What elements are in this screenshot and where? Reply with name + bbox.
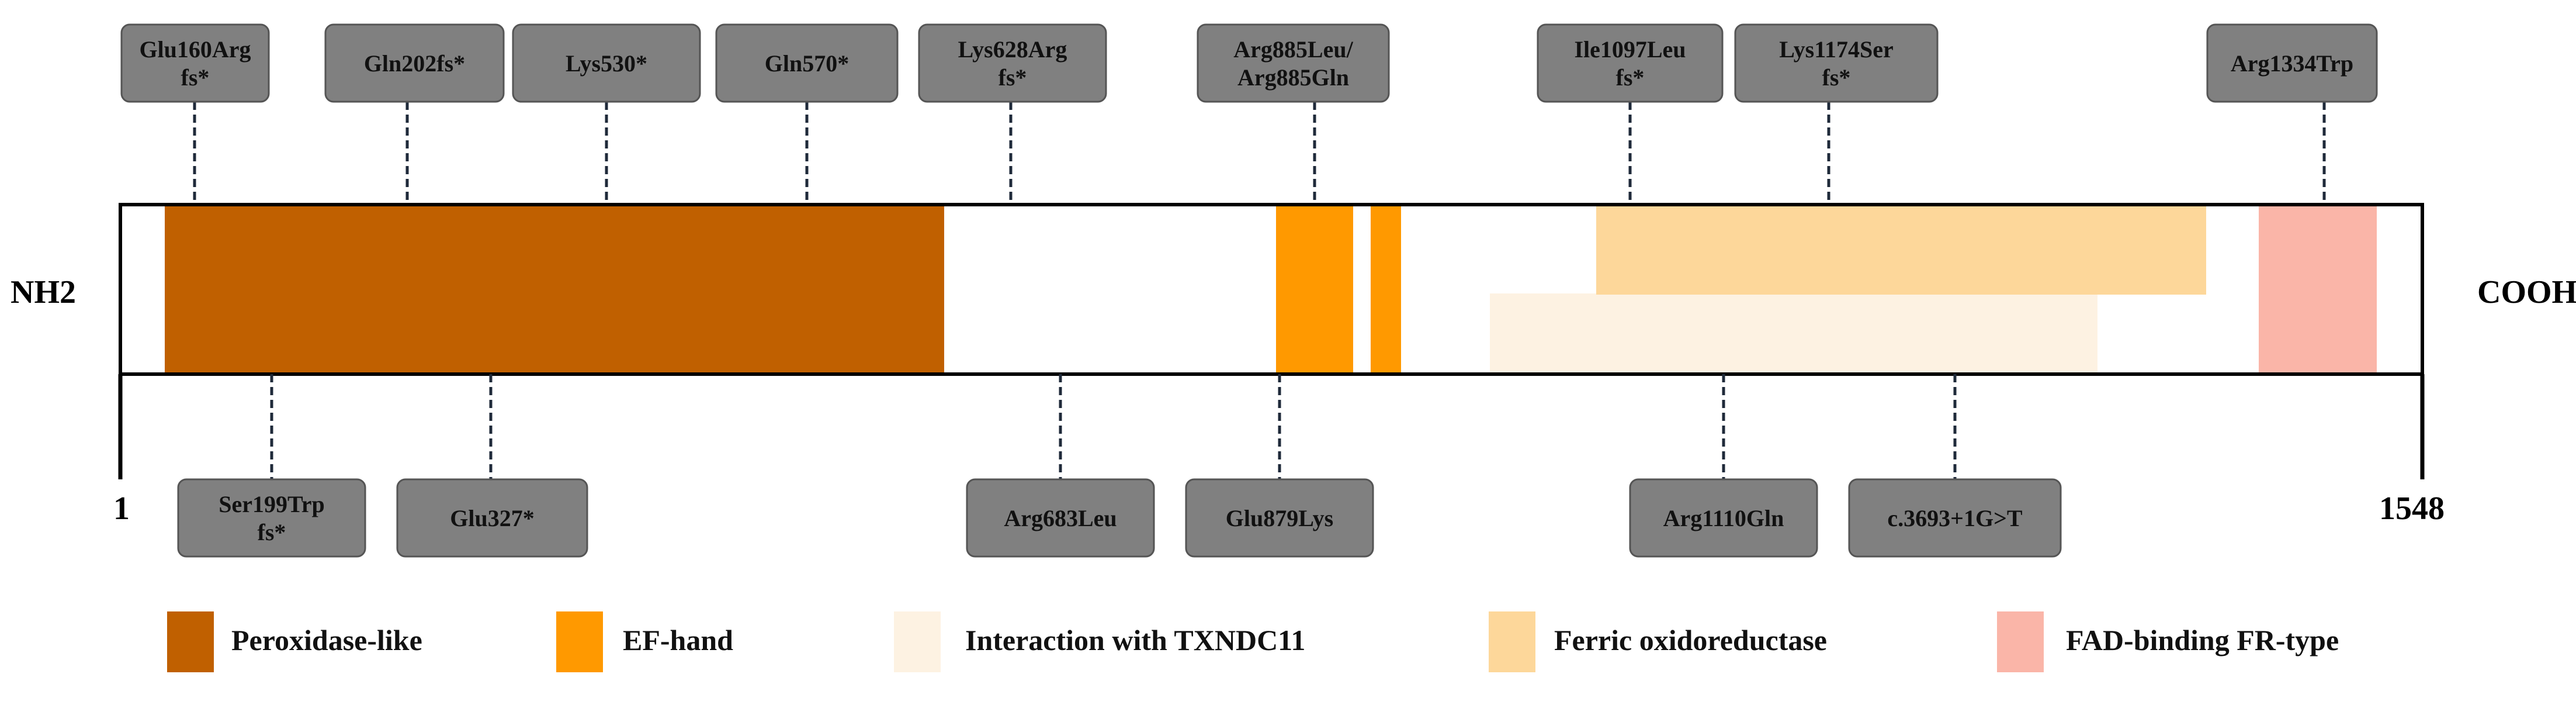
mutation-label-text: Arg1334Trp — [2231, 50, 2353, 77]
mutation-label-text: fs* — [181, 64, 210, 91]
mutation-label-text: fs* — [998, 64, 1027, 91]
mutation-top-2: Lys530* — [512, 23, 701, 205]
mutation-label-box — [1537, 23, 1724, 103]
mutation-label-box — [120, 23, 270, 103]
legend-label: Interaction with TXNDC11 — [965, 624, 1305, 656]
mutation-label-text: Gln570* — [765, 50, 849, 77]
start-position-label: 1 — [113, 490, 130, 527]
legend-item-interaction-with-txndc11: Interaction with TXNDC11 — [894, 611, 1305, 672]
legend-label: EF-hand — [623, 624, 733, 656]
mutation-label-box — [1734, 23, 1939, 103]
legend-swatch — [167, 611, 214, 672]
legend-label: Ferric oxidoreductase — [1554, 624, 1827, 656]
mutation-label-box — [918, 23, 1107, 103]
domain-ef-hand-2 — [1371, 205, 1401, 374]
mutation-label-box — [1185, 478, 1374, 558]
mutation-layer: Glu160Argfs*Gln202fs*Lys530*Gln570*Lys62… — [120, 23, 2378, 558]
mutation-top-1: Gln202fs* — [324, 23, 505, 205]
domain-interaction-with-txndc11-3 — [1490, 293, 2097, 374]
legend-item-peroxidase-like: Peroxidase-like — [167, 611, 422, 672]
mutation-label-box — [2206, 23, 2378, 103]
domain-ferric-oxidoreductase-4 — [1596, 205, 2206, 295]
mutation-label-text: Glu327* — [450, 505, 534, 531]
mutation-label-box — [324, 23, 505, 103]
mutation-label-box — [1848, 478, 2062, 558]
mutation-label-text: Arg683Leu — [1004, 505, 1117, 531]
mutation-bottom-1: Glu327* — [396, 374, 588, 558]
mutation-label-box — [512, 23, 701, 103]
mutation-top-3: Gln570* — [715, 23, 899, 205]
protein-bar — [119, 203, 2424, 376]
legend-item-fad-binding-fr-type: FAD-binding FR-type — [1997, 611, 2339, 672]
legend-swatch — [894, 611, 941, 672]
mutation-label-text: fs* — [1822, 64, 1851, 91]
legend-swatch — [1489, 611, 1535, 672]
legend-swatch — [556, 611, 603, 672]
end-position-label: 1548 — [2379, 490, 2445, 527]
mutation-label-text: fs* — [258, 519, 286, 545]
domain-layer — [165, 205, 2377, 374]
legend-item-ef-hand: EF-hand — [556, 611, 733, 672]
cooh-label: COOH — [2477, 274, 2576, 310]
mutation-bottom-4: Arg1110Gln — [1629, 374, 1818, 558]
mutation-label-text: Glu879Lys — [1226, 505, 1334, 531]
domain-ef-hand-1 — [1276, 205, 1353, 374]
mutation-label-text: fs* — [1616, 64, 1645, 91]
mutation-label-box — [1197, 23, 1390, 103]
mutation-label-text: Arg1110Gln — [1663, 505, 1784, 531]
mutation-top-8: Arg1334Trp — [2206, 23, 2378, 205]
mutation-label-text: Ser199Trp — [219, 491, 324, 517]
mutation-label-text: Lys628Arg — [958, 36, 1067, 63]
mutation-label-box — [1629, 478, 1818, 558]
mutation-label-box — [966, 478, 1155, 558]
legend-swatch — [1997, 611, 2044, 672]
mutation-label-text: Lys1174Ser — [1779, 36, 1894, 63]
mutation-label-text: Arg885Gln — [1237, 64, 1349, 91]
mutation-label-text: c.3693+1G>T — [1887, 505, 2022, 531]
mutation-label-text: Lys530* — [566, 50, 647, 77]
mutation-bottom-2: Arg683Leu — [966, 374, 1155, 558]
mutation-bottom-3: Glu879Lys — [1185, 374, 1374, 558]
mutation-label-text: Gln202fs* — [364, 50, 465, 77]
legend-label: FAD-binding FR-type — [2066, 624, 2339, 656]
domain-peroxidase-like-0 — [165, 205, 944, 374]
domain-fad-binding-fr-type-5 — [2259, 205, 2377, 374]
mutation-label-box — [177, 478, 366, 558]
mutation-label-box — [715, 23, 899, 103]
mutation-label-text: Ile1097Leu — [1574, 36, 1686, 63]
nh2-label: NH2 — [11, 274, 76, 310]
legend: Peroxidase-like EF-hand Interaction with T… — [167, 611, 2339, 672]
mutation-label-text: Arg885Leu/ — [1233, 36, 1353, 63]
mutation-top-5: Arg885Leu/Arg885Gln — [1197, 23, 1390, 205]
mutation-label-box — [396, 478, 588, 558]
mutation-label-text: Glu160Arg — [139, 36, 251, 63]
legend-label: Peroxidase-like — [231, 624, 422, 656]
mutation-bottom-5: c.3693+1G>T — [1848, 374, 2062, 558]
legend-item-ferric-oxidoreductase: Ferric oxidoreductase — [1489, 611, 1827, 672]
